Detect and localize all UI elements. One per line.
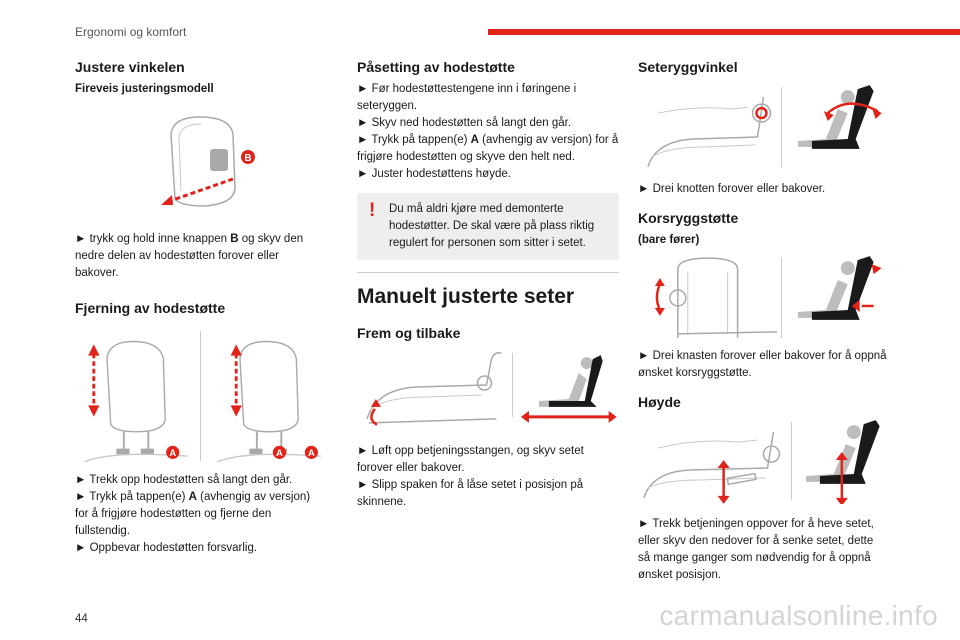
headrest-shape [170, 116, 236, 207]
tilt-arrow-icon [166, 177, 234, 204]
warning-icon: ! [369, 200, 376, 221]
heading-height: Høyde [638, 394, 681, 410]
button-b-marker [241, 150, 255, 164]
fore-aft-illustration [357, 349, 619, 427]
step-push-down: ► Skyv ned hodestøtten så langt den går. [357, 117, 572, 129]
step-press-b: ► trykk og hold inne knappen B og skyv d… [75, 233, 304, 279]
step-press-tab-a: ► Trykk på tappen(e) A (avhengig av vers… [357, 134, 619, 163]
step-lift-bar: ► Løft opp betjeningsstangen, og skyv se… [357, 445, 584, 474]
lumbar-illustration [638, 254, 888, 344]
heading-headrest-removal: Fjerning av hodestøtte [75, 300, 226, 316]
page-header-section: Ergonomi og komfort [75, 25, 187, 39]
column-2: Påsetting av hodestøtte ► Før hodestøtte… [357, 56, 619, 511]
header-accent-bar [488, 29, 960, 35]
svg-text:A: A [277, 447, 284, 458]
column-3: Seteryggvinkel ► Drei knotten forover el… [638, 56, 888, 584]
headrest-tilt-illustration: B [155, 109, 325, 219]
heading-adjust-angle: Justere vinkelen [75, 59, 185, 75]
step-pull-height-control: ► Trekk betjeningen oppover for å heve s… [638, 518, 874, 581]
height-illustration [638, 418, 888, 504]
heading-driver-only: (bare fører) [638, 234, 700, 246]
svg-text:A: A [169, 447, 176, 458]
lever-arrow-icon [370, 408, 378, 426]
warning-text: Du må aldri kjøre med demonterte hodestø… [389, 203, 595, 249]
step-adjust-height: ► Juster hodestøttens høyde. [357, 168, 511, 180]
seated-figure-icon [521, 355, 618, 423]
svg-text:A: A [308, 447, 315, 458]
lumbar-rotate-icon [655, 283, 662, 311]
label-b: B [244, 153, 251, 164]
knob-rotate-icon [755, 106, 768, 120]
step-insert-rods: ► Før hodestøttestengene inn i føringene… [357, 83, 577, 112]
heading-headrest-fitting: Påsetting av hodestøtte [357, 59, 515, 75]
column-1: Justere vinkelen Fireveis justeringsmode… [75, 56, 325, 557]
step-pull-up-headrest: ► Trekk opp hodestøtten så langt den går… [75, 474, 293, 486]
heading-manual-seats: Manuelt justerte seter [357, 285, 575, 308]
step-turn-lumbar: ► Drei knasten forover eller bakover for… [638, 350, 887, 379]
warning-box: ! Du må aldri kjøre med demonterte hodes… [357, 193, 619, 260]
watermark: carmanualsonline.info [659, 600, 938, 631]
heading-backrest-angle: Seteryggvinkel [638, 59, 738, 75]
step-turn-knob: ► Drei knotten forover eller bakover. [638, 183, 826, 195]
heading-lumbar-support: Korsryggstøtte [638, 210, 739, 226]
heading-fore-aft: Frem og tilbake [357, 325, 461, 341]
section-divider [357, 272, 619, 273]
headrest-removal-illustration: A A A [75, 326, 325, 466]
step-release-lever: ► Slipp spaken for å låse setet i posisj… [357, 479, 584, 508]
recline-arrow-icon [827, 102, 879, 115]
heading-four-way-model: Fireveis justeringsmodell [75, 83, 214, 95]
backrest-illustration [638, 83, 888, 175]
page-number: 44 [75, 613, 88, 625]
step-store-headrest: ► Oppbevar hodestøtten forsvarlig. [75, 542, 258, 554]
step-press-tab-a: ► Trykk på tappen(e) A (avhengig av vers… [75, 491, 311, 537]
